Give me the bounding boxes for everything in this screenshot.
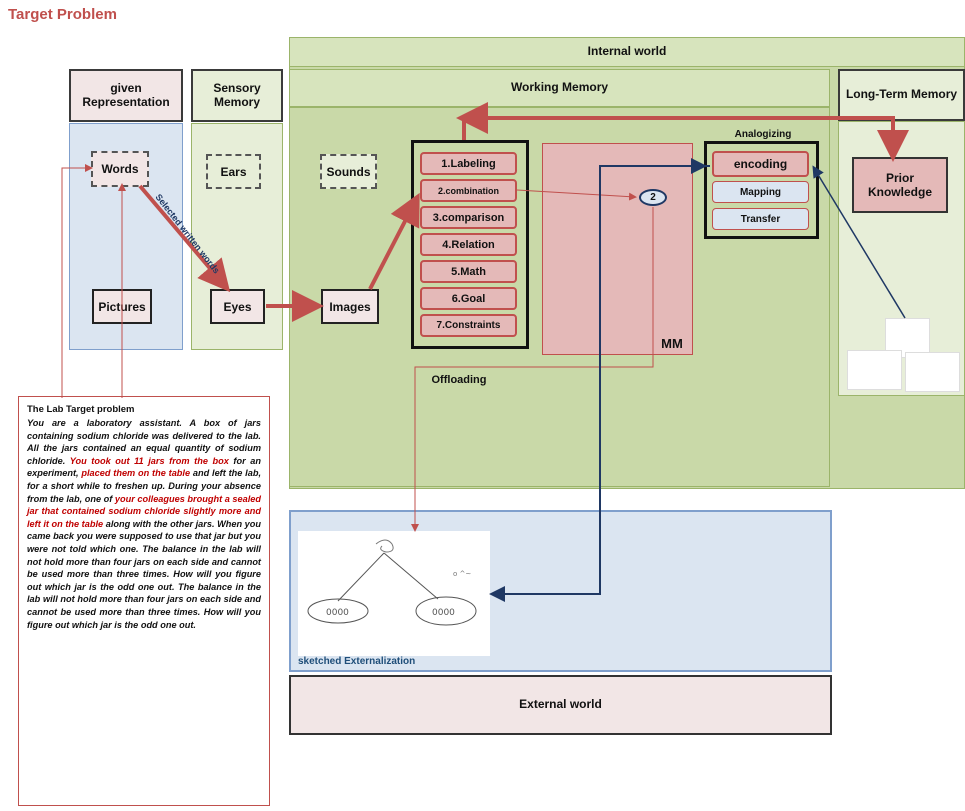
sensory-memory-header: Sensory Memory	[191, 69, 283, 122]
words-to-eyes-arrow	[138, 184, 231, 293]
thumbnail-to-encoding-arrow	[812, 165, 906, 319]
step-goal: 6.Goal	[420, 287, 517, 310]
step-combination: 2.combination	[420, 179, 517, 202]
sketch-drawing: 0000 0000 o ^~	[307, 539, 477, 626]
loop-arrow	[462, 116, 909, 162]
problem-segment-highlight: You took out 11 jars from the box	[69, 455, 229, 466]
images-node: Images	[321, 289, 379, 324]
given-representation-header: given Representation	[69, 69, 183, 122]
sketch-image: 0000 0000 o ^~	[298, 531, 490, 656]
mental-model-box	[542, 143, 693, 355]
step-constraints: 7.Constraints	[420, 314, 517, 337]
problem-heading: The Lab Target problem	[27, 404, 135, 415]
sketch-caption: sketched Externalization	[298, 656, 416, 667]
problem-segment: and left the lab, for a short while to f…	[27, 468, 261, 504]
combination-to-circle-arrow	[516, 189, 637, 201]
ears-node: Ears	[206, 154, 261, 189]
problem-analysis-steps-box	[411, 140, 529, 349]
problem-text: You are a laboratory assistant. A box of…	[27, 418, 261, 630]
offloading-label: Offloading	[431, 374, 487, 386]
problem-segment-highlight: your colleagues brought a sealed jar tha…	[27, 493, 261, 529]
analogizing-transfer: Transfer	[712, 208, 809, 230]
prior-knowledge-node: Prior Knowledge	[852, 157, 948, 213]
problem-text-panel: The Lab Target problem You are a laborat…	[18, 396, 270, 806]
analogizing-title: Analogizing	[734, 128, 792, 140]
analogizing-box	[704, 141, 819, 239]
mental-model-circle: 2	[639, 189, 667, 206]
prior-sketch-thumbnail	[847, 350, 902, 390]
problem-segment-highlight: placed them on the table	[81, 468, 191, 479]
problem-segment: You are a laboratory assistant. A box of…	[27, 418, 261, 466]
step-comparison: 3.comparison	[420, 206, 517, 229]
prior-sketch-thumbnail	[905, 352, 960, 392]
eyes-node: Eyes	[210, 289, 265, 324]
offloading-arrow	[411, 207, 654, 532]
words-leader-line	[61, 164, 93, 398]
analogizing-encoding: encoding	[712, 151, 809, 177]
svg-text:0000: 0000	[432, 608, 455, 618]
sounds-node: Sounds	[320, 154, 377, 189]
working-memory-header: Working Memory	[289, 69, 830, 107]
step-math: 5.Math	[420, 260, 517, 283]
mental-model-label: MM	[661, 335, 683, 351]
internal-world-header: Internal world	[289, 37, 965, 67]
svg-text:o ^~: o ^~	[453, 570, 471, 578]
analogizing-mapping: Mapping	[712, 181, 809, 203]
long-term-memory-header: Long-Term Memory	[838, 69, 965, 121]
step-labeling: 1.Labeling	[420, 152, 517, 175]
encoding-sketch-arrow	[489, 165, 710, 602]
problem-segment: for an experiment,	[27, 455, 261, 479]
svg-text:0000: 0000	[326, 608, 349, 618]
external-world-box: External world	[289, 675, 832, 735]
step-relation: 4.Relation	[420, 233, 517, 256]
page-title: Target Problem	[8, 6, 117, 23]
images-to-steps-arrow	[368, 192, 420, 290]
arrow-label: Selected written words	[153, 192, 221, 275]
problem-segment: along with the other jars. When you came…	[27, 518, 261, 630]
